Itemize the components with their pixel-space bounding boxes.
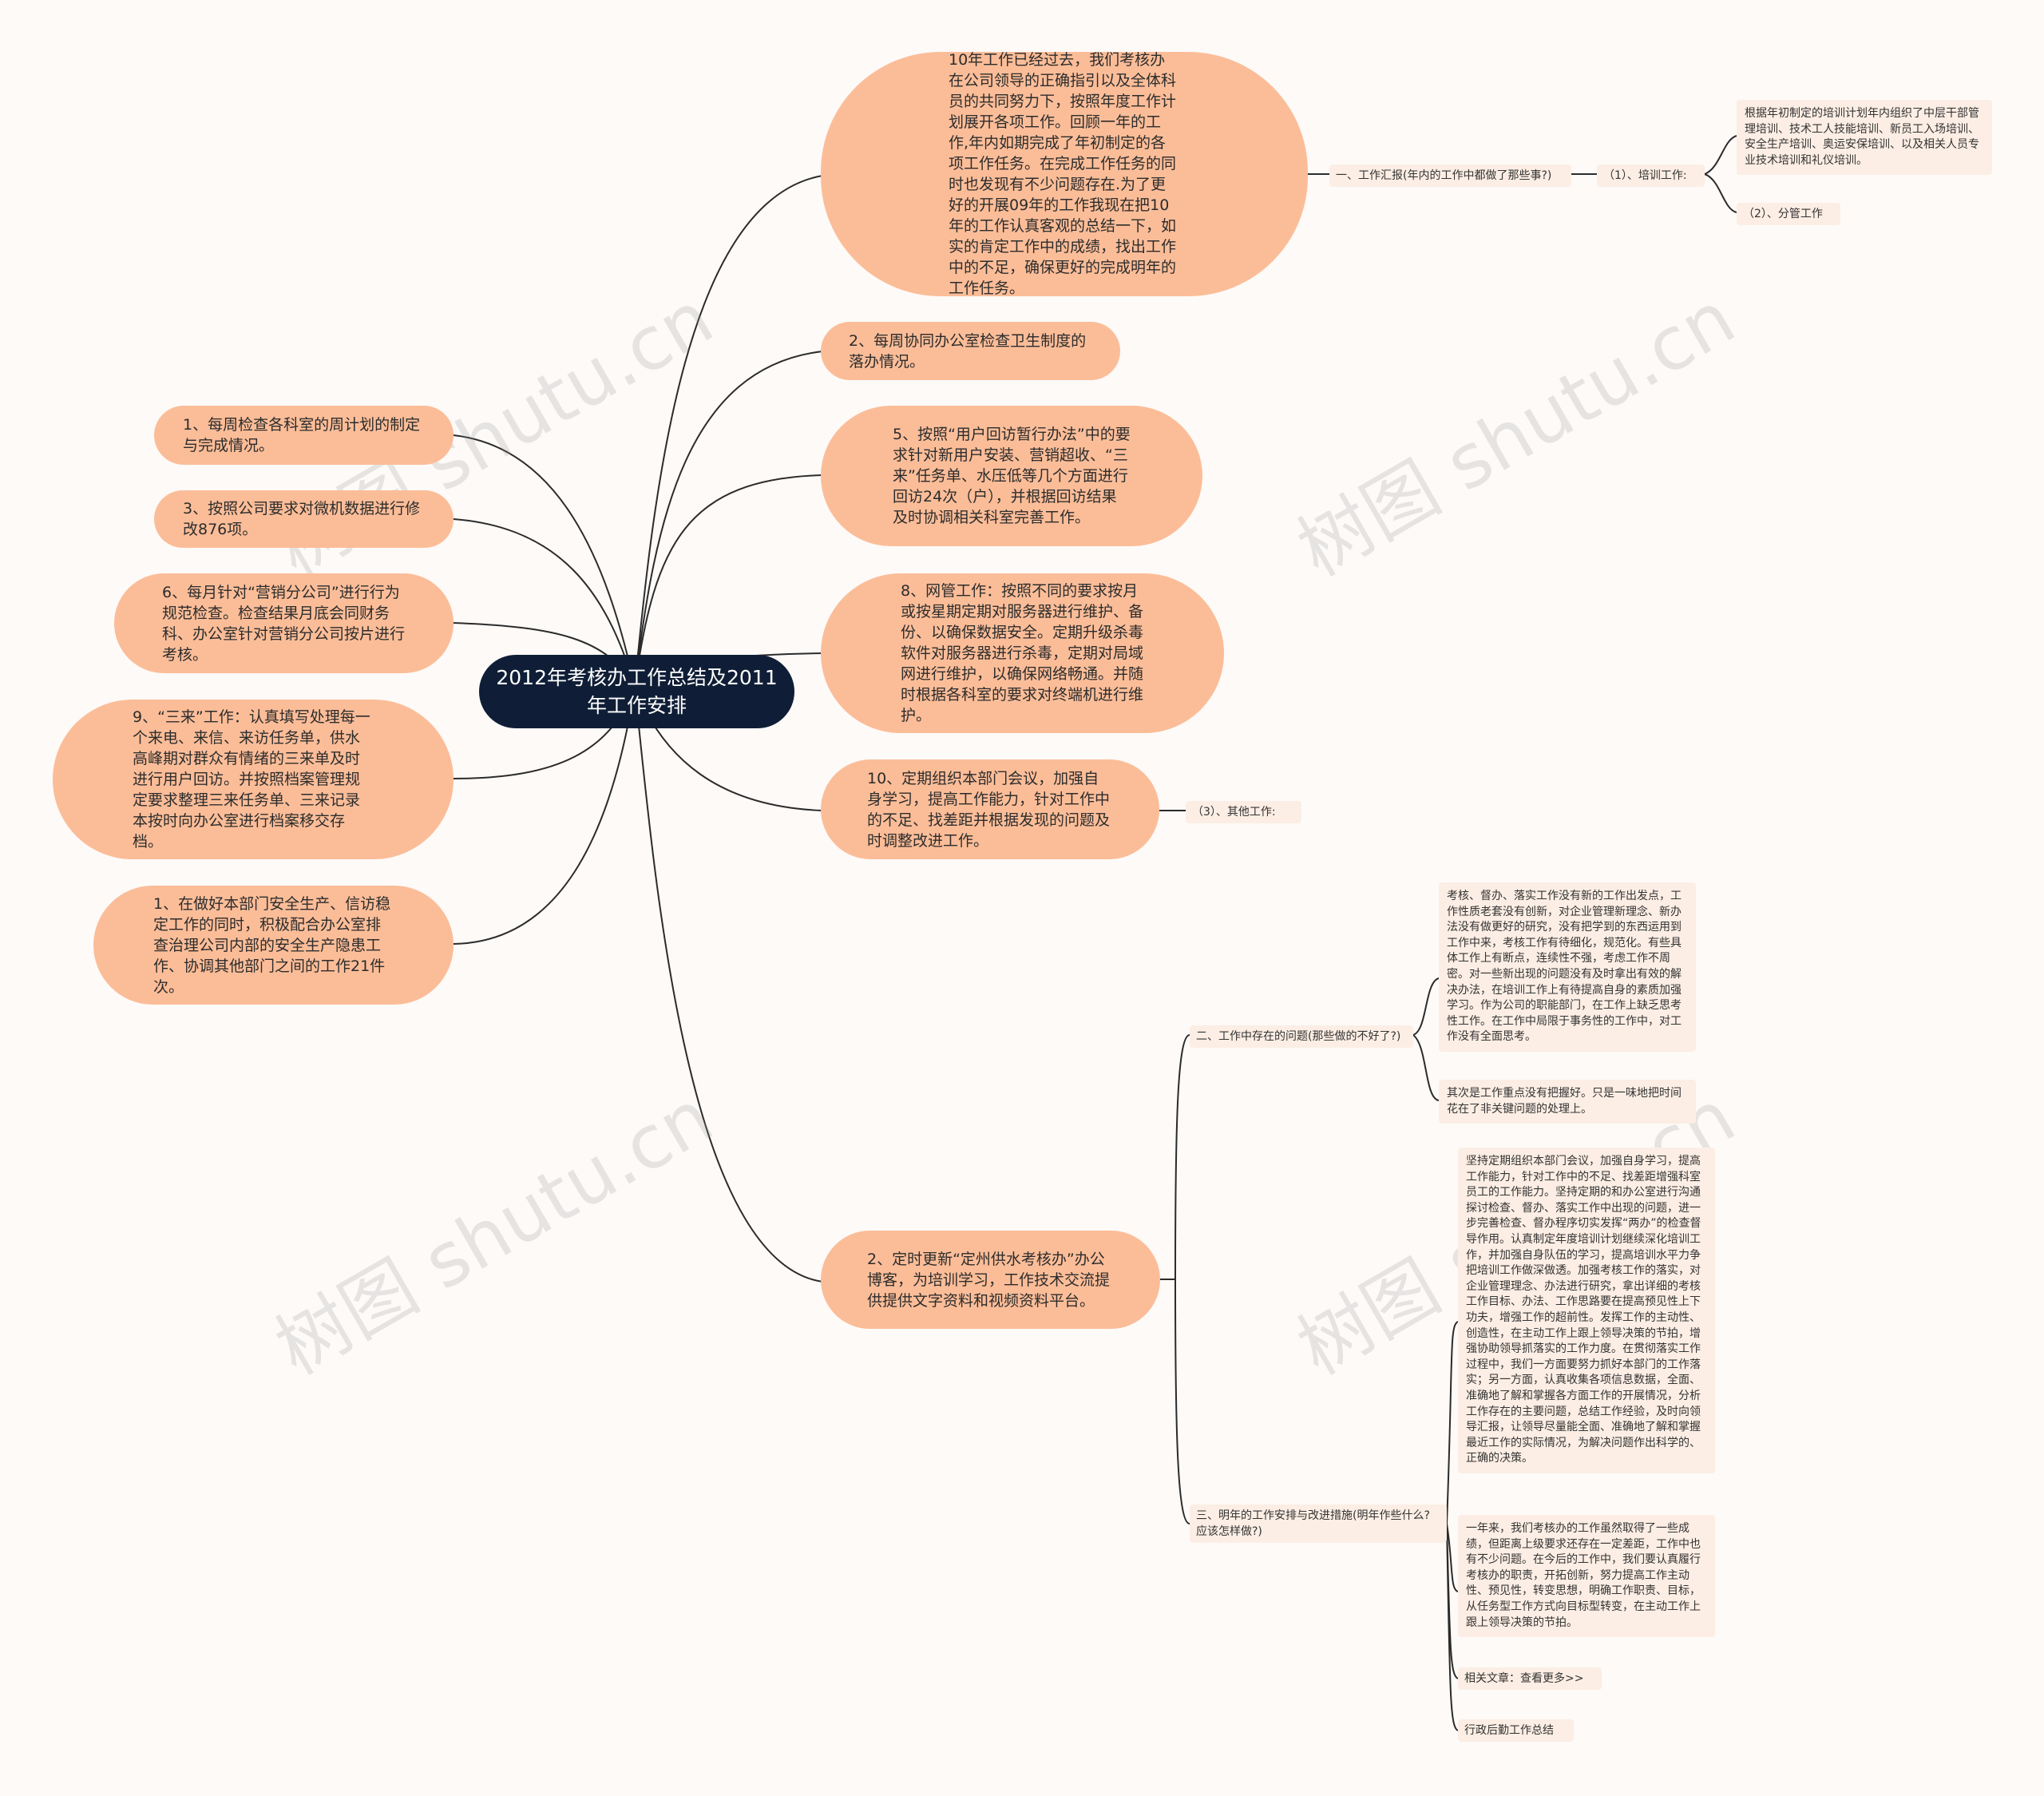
link <box>634 175 823 688</box>
node-meetings[interactable]: 10、定期组织本部门会议，加强自身学习，提高工作能力，针对工作中的不足、找差距并… <box>821 759 1159 859</box>
link <box>634 351 823 688</box>
node-network[interactable]: 8、网管工作：按照不同的要求按月或按星期定期对服务器进行维护、备份、以确保数据安… <box>821 573 1224 733</box>
link <box>634 474 823 688</box>
root-title: 2012年考核办工作总结及2011年工作安排 <box>496 666 778 717</box>
node-problems[interactable]: 二、工作中存在的问题(那些做的不好了?) <box>1190 1025 1413 1048</box>
node-data-edit-text: 3、按照公司要求对微机数据进行修改876项。 <box>183 500 421 538</box>
node-sanlai-text: 9、“三来”工作：认真填写处理每一个来电、来信、来访任务单，供水高峰期对群众有情… <box>133 708 370 850</box>
node-intro-text: 10年工作已经过去，我们考核办在公司领导的正确指引以及全体科员的共同努力下，按照… <box>949 51 1177 297</box>
node-sanlai[interactable]: 9、“三来”工作：认真填写处理每一个来电、来信、来访任务单，供水高峰期对群众有情… <box>53 700 454 859</box>
node-related-link[interactable]: 相关文章：查看更多>> <box>1458 1667 1602 1690</box>
link <box>453 686 636 945</box>
root-node[interactable]: 2012年考核办工作总结及2011年工作安排 <box>479 655 794 728</box>
link <box>453 518 636 688</box>
node-report[interactable]: 一、工作汇报(年内的工作中都做了那些事?) <box>1329 165 1571 187</box>
node-visits[interactable]: 5、按照“用户回访暂行办法”中的要求针对新用户安装、营销超收、“三来”任务单、水… <box>821 406 1202 546</box>
node-division[interactable]: （2）、分管工作 <box>1737 203 1840 225</box>
node-intro[interactable]: 10年工作已经过去，我们考核办在公司领导的正确指引以及全体科员的共同努力下，按照… <box>821 51 1308 297</box>
node-website[interactable]: 2、定时更新“定州供水考核办”办公博客，为培训学习，工作技术交流提供提供文字资料… <box>821 1231 1160 1329</box>
node-safety-text: 1、在做好本部门安全生产、信访稳定工作的同时，积极配合办公室排查治理公司内部的安… <box>153 894 391 996</box>
node-visits-text: 5、按照“用户回访暂行办法”中的要求针对新用户安装、营销超收、“三来”任务单、水… <box>893 426 1131 526</box>
node-weekly-plan-text: 1、每周检查各科室的周计划的制定与完成情况。 <box>183 416 421 454</box>
node-weekly-plan[interactable]: 1、每周检查各科室的周计划的制定与完成情况。 <box>154 406 454 465</box>
node-problems-detail-2[interactable]: 其次是工作重点没有把握好。只是一味地把时间花在了非关键问题的处理上。 <box>1439 1080 1696 1124</box>
node-weekly-sanitation[interactable]: 2、每周协同办公室检查卫生制度的落办情况。 <box>821 322 1120 380</box>
node-plan-detail-2[interactable]: 一年来，我们考核办的工作虽然取得了一些成绩，但距离上级要求还存在一定差距，工作中… <box>1458 1515 1715 1638</box>
node-meetings-text: 10、定期组织本部门会议，加强自身学习，提高工作能力，针对工作中的不足、找差距并… <box>867 769 1111 850</box>
node-plan[interactable]: 三、明年的工作安排与改进措施(明年作些什么?应该怎样做?) <box>1190 1505 1447 1543</box>
node-safety[interactable]: 1、在做好本部门安全生产、信访稳定工作的同时，积极配合办公室排查治理公司内部的安… <box>93 886 454 1005</box>
node-data-edit[interactable]: 3、按照公司要求对微机数据进行修改876项。 <box>154 490 454 548</box>
node-problems-detail-1[interactable]: 考核、督办、落实工作没有新的工作出发点，工作性质老套没有创新，对企业管理新理念、… <box>1439 882 1696 1052</box>
node-weekly-sanitation-text: 2、每周协同办公室检查卫生制度的落办情况。 <box>849 331 1087 371</box>
node-training-detail[interactable]: 根据年初制定的培训计划年内组织了中层干部管理培训、技术工人技能培训、新员工入场培… <box>1737 100 1992 176</box>
link <box>634 686 823 1283</box>
node-network-text: 8、网管工作：按照不同的要求按月或按星期定期对服务器进行维护、备份、以确保数据安… <box>901 582 1144 724</box>
node-other[interactable]: （3）、其他工作: <box>1186 801 1301 823</box>
node-training[interactable]: （1）、培训工作: <box>1597 165 1705 187</box>
link <box>453 434 636 688</box>
node-website-text: 2、定时更新“定州供水考核办”办公博客，为培训学习，工作技术交流提供提供文字资料… <box>867 1250 1111 1310</box>
node-monthly-check-text: 6、每月针对“营销分公司”进行行为规范检查。检查结果月底会同财务科、办公室针对营… <box>162 583 406 664</box>
node-admin-summary[interactable]: 行政后勤工作总结 <box>1458 1719 1574 1742</box>
node-plan-detail-1[interactable]: 坚持定期组织本部门会议，加强自身学习，提高工作能力，针对工作中的不足、找差距增强… <box>1458 1148 1715 1473</box>
node-monthly-check[interactable]: 6、每月针对“营销分公司”进行行为规范检查。检查结果月底会同财务科、办公室针对营… <box>114 573 454 673</box>
